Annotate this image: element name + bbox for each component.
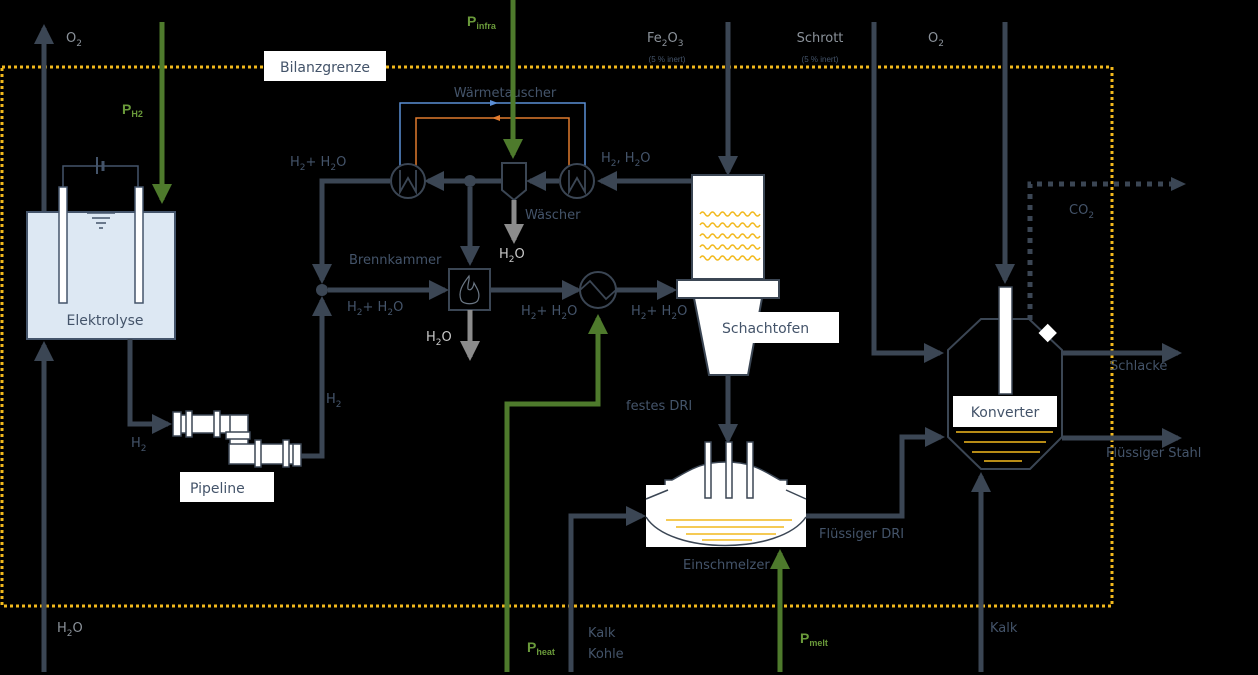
- burner-label: Brennkammer: [349, 253, 442, 268]
- power-infra-label: Pinfra: [467, 13, 497, 31]
- bed-wave: [699, 211, 761, 217]
- battery-wire: [62, 165, 139, 187]
- burner-water-label: H2O: [426, 330, 452, 348]
- h2-after-elec-label: H2: [131, 436, 147, 454]
- h2-to-mix-stream: [301, 296, 332, 459]
- converter-label: Konverter: [971, 405, 1040, 421]
- electrode-icons: [704, 441, 754, 499]
- shaft-furnace-ring: [676, 279, 780, 299]
- fe2o3-note: (5 % inert): [649, 55, 686, 64]
- topgas-label: H2, H2O: [601, 151, 651, 169]
- fe2o3-label: Fe2O3: [647, 31, 683, 49]
- power-melt-label: Pmelt: [800, 630, 828, 648]
- shaft-furnace-top: [691, 174, 765, 280]
- coal-label: Kohle: [588, 647, 624, 662]
- bed-wave: [699, 244, 761, 250]
- electrolysis-label: Elektrolyse: [66, 313, 143, 329]
- heat-loop-hot: [415, 117, 570, 170]
- electrolysis-tank: [26, 211, 176, 340]
- lime-converter-label: Kalk: [990, 621, 1018, 636]
- heater-out-label: H2+ H2O: [631, 304, 687, 322]
- bed-wave: [699, 222, 761, 228]
- h2-to-mix-label: H2: [326, 392, 342, 410]
- mixing-node: [316, 284, 328, 296]
- co2-label: CO2: [1069, 203, 1094, 221]
- heat-loop-cold: [399, 102, 586, 170]
- shaft-furnace-bed-icon: [699, 211, 761, 261]
- shaft-furnace-label-box: [710, 312, 839, 343]
- power-h2-label: PH2: [122, 101, 143, 119]
- h2o-in-label: H2O: [57, 621, 83, 639]
- scrubber-icon: [501, 162, 527, 202]
- recycle-label: H2+ H2O: [290, 155, 346, 173]
- h2-to-pipeline-stream: [127, 339, 172, 434]
- converter-melt-icon: [956, 431, 1053, 462]
- pipeline-label-box: [180, 472, 274, 502]
- smelter-melt-icon: [666, 519, 792, 541]
- lime-coal-stream: [568, 506, 646, 672]
- flame-icon: [459, 274, 480, 305]
- recycle-to-mix-stream: [312, 178, 390, 284]
- power-heat-label: Pheat: [527, 639, 555, 657]
- slag-label: Schlacke: [1110, 359, 1167, 374]
- steel-label: Flüssiger Stahl: [1106, 446, 1201, 461]
- heat-exchanger-left-icon: [390, 163, 426, 199]
- balance-boundary: [0, 65, 1114, 608]
- lime-label: Kalk: [588, 626, 616, 641]
- power-heat-line: [504, 314, 608, 672]
- heat-exchanger-label: Wärmetauscher: [454, 86, 557, 101]
- boundary-label-box: [264, 51, 386, 81]
- scrap-stream: [871, 22, 944, 363]
- scrubber-label: Wäscher: [525, 208, 581, 223]
- pipeline-label: Pipeline: [190, 481, 245, 497]
- smelter-label: Einschmelzer: [683, 558, 770, 573]
- o2-converter-label: O2: [928, 31, 944, 49]
- scrap-label: Schrott: [797, 31, 844, 46]
- mix-label: H2+ H2O: [347, 300, 403, 318]
- scrap-note: (5 % inert): [802, 55, 839, 64]
- co2-stream: [1027, 181, 1175, 320]
- bed-wave: [699, 233, 761, 239]
- liquid-dri-label: Flüssiger DRI: [819, 527, 904, 542]
- heat-exchanger-right-icon: [559, 163, 595, 199]
- pipeline-icon: [172, 410, 302, 468]
- electrode-left: [58, 186, 68, 304]
- gas-heater-icon: [579, 271, 617, 309]
- boundary-label: Bilanzgrenze: [280, 60, 370, 76]
- split-node: [464, 175, 476, 187]
- electrode-right: [134, 186, 144, 304]
- o2-out-label: O2: [66, 31, 82, 49]
- bed-wave: [699, 255, 761, 261]
- scrubber-water-label: H2O: [499, 247, 525, 265]
- shaft-furnace-label: Schachtofen: [722, 321, 809, 337]
- smelter-bowl: [645, 516, 807, 547]
- burner-out-label: H2+ H2O: [521, 304, 577, 322]
- liquid-dri-stream: [806, 427, 945, 519]
- converter-label-box: [953, 396, 1057, 427]
- solid-dri-label: festes DRI: [626, 399, 692, 414]
- oxygen-lance: [998, 286, 1013, 395]
